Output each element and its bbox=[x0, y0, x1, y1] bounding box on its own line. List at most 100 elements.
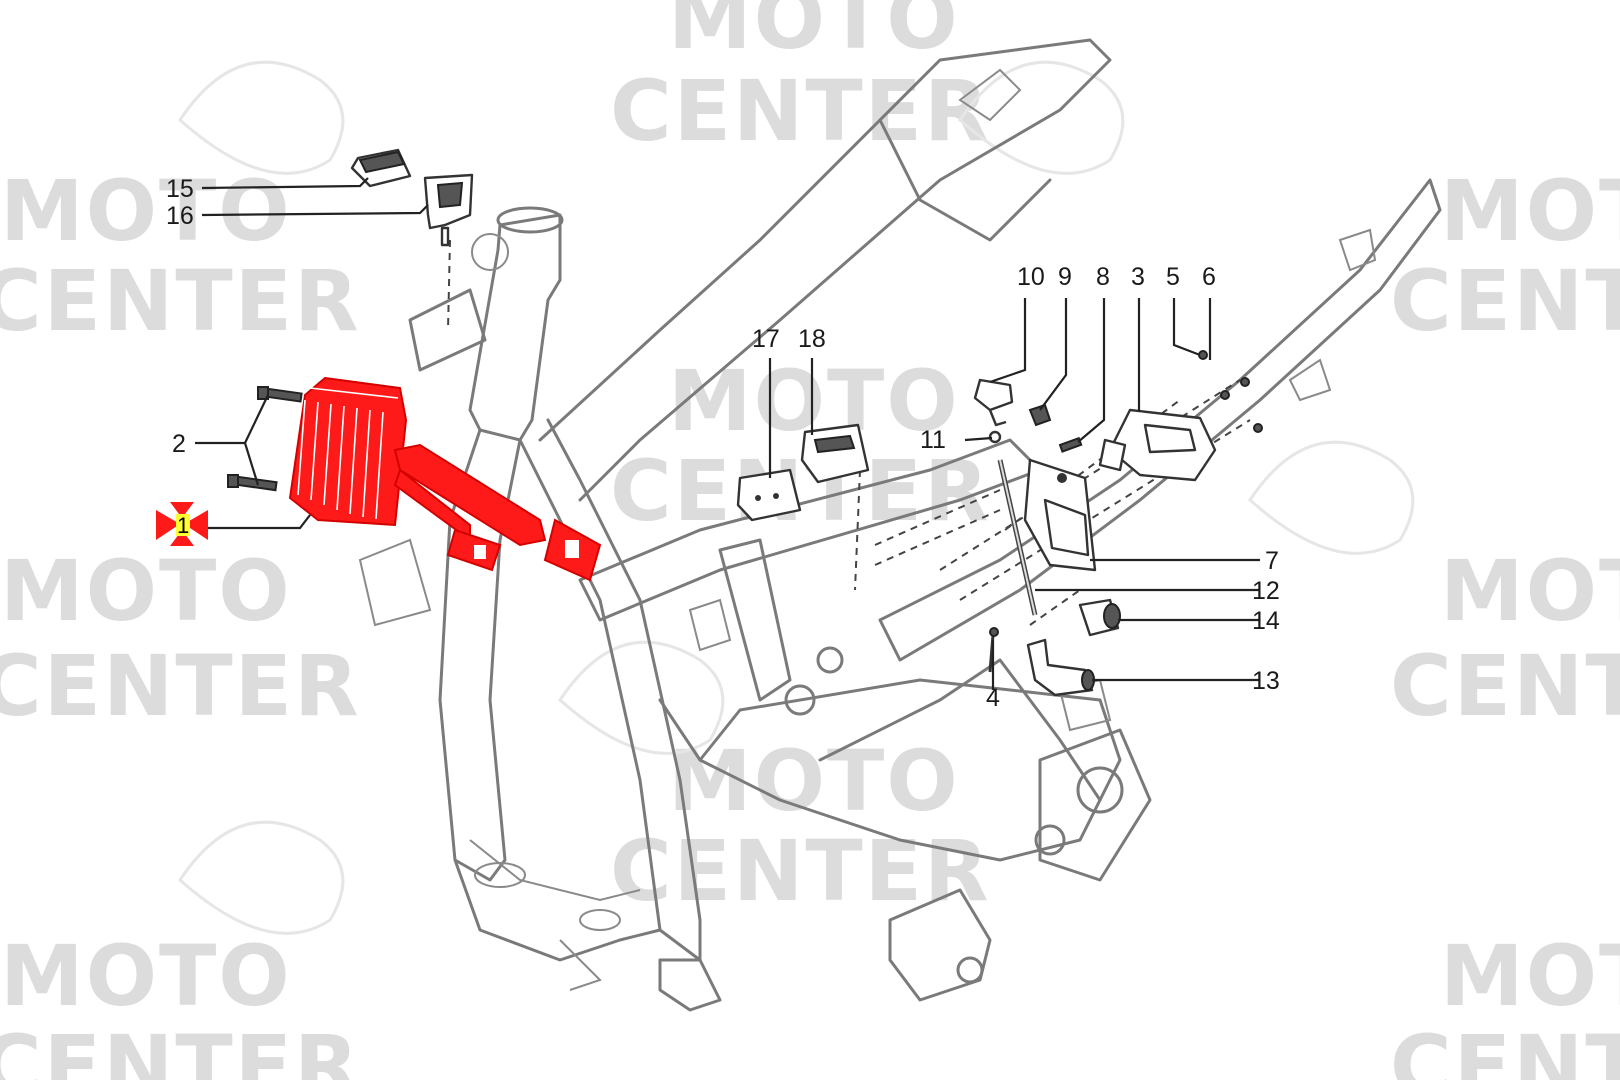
leader-10 bbox=[989, 298, 1027, 384]
cradle-hole bbox=[474, 862, 526, 888]
watermark-block: MOTO CENTER bbox=[0, 542, 359, 735]
part-9-clip[interactable] bbox=[1028, 403, 1052, 427]
watermark-block: MOTO CENTER bbox=[610, 0, 991, 160]
leader-11 bbox=[964, 436, 993, 442]
part-15-relay[interactable] bbox=[350, 148, 412, 188]
watermark-line1: MOTO bbox=[1440, 162, 1620, 260]
part-13-sensor[interactable] bbox=[1026, 638, 1095, 697]
mount-bushing bbox=[1076, 766, 1124, 814]
side-bracket bbox=[688, 598, 732, 652]
watermark-line2: CENTER bbox=[610, 822, 991, 920]
part-6-screw[interactable] bbox=[1198, 350, 1263, 433]
callout-14[interactable]: 14 bbox=[1252, 607, 1280, 635]
leader-15 bbox=[201, 177, 369, 190]
callout-13[interactable]: 13 bbox=[1252, 667, 1280, 695]
frame-foot bbox=[658, 958, 722, 1012]
assembly-line bbox=[959, 419, 1251, 601]
watermark-line2: CENTER bbox=[1390, 1017, 1620, 1080]
watermark-line2: CENTER bbox=[610, 62, 991, 160]
left-downtube bbox=[438, 428, 522, 882]
callout-labels: 15 16 2 17 18 10 9 8 3 5 6 11 7 12 14 13… bbox=[166, 175, 1280, 712]
part-7-bracket[interactable] bbox=[1023, 458, 1097, 572]
watermark-line1: MOTO bbox=[0, 542, 292, 640]
callout-7[interactable]: 7 bbox=[1265, 547, 1279, 575]
marker-arrow-bottom bbox=[170, 530, 194, 546]
bracket-bolt bbox=[816, 646, 844, 674]
marker-highlight bbox=[176, 514, 190, 536]
scooter-frame bbox=[358, 38, 1442, 1012]
stand-bracket bbox=[888, 888, 992, 1002]
callout-16[interactable]: 16 bbox=[166, 202, 194, 230]
callout-15[interactable]: 15 bbox=[166, 175, 194, 203]
leader-8 bbox=[1077, 298, 1106, 443]
unit-face bbox=[1143, 423, 1197, 454]
cover-body bbox=[736, 468, 802, 522]
head-tube-hole bbox=[471, 233, 509, 271]
callout-4[interactable]: 4 bbox=[986, 684, 1000, 712]
tab-bracket bbox=[1288, 358, 1332, 402]
callout-18[interactable]: 18 bbox=[798, 325, 826, 353]
mount-bracket bbox=[408, 288, 487, 372]
callout-11[interactable]: 11 bbox=[920, 426, 946, 454]
callout-1[interactable]: 1 bbox=[177, 513, 189, 538]
leader-lines bbox=[195, 177, 1260, 690]
assembly-line bbox=[874, 509, 1001, 566]
part-2-bolts[interactable] bbox=[227, 386, 303, 492]
callout-17[interactable]: 17 bbox=[752, 325, 780, 353]
selected-part-marker[interactable]: 1 bbox=[156, 502, 208, 546]
unit-mount bbox=[1098, 438, 1127, 472]
callout-12[interactable]: 12 bbox=[1252, 577, 1280, 605]
marker-arrow-left bbox=[156, 510, 180, 540]
stand-pivot bbox=[956, 956, 984, 984]
engine-mount bbox=[1038, 728, 1152, 882]
watermark-line1: MOTO bbox=[668, 732, 960, 830]
watermark-line2: CENTER bbox=[1390, 637, 1620, 735]
watermark-block: MOTO CENTER bbox=[0, 162, 359, 350]
part-5-nut[interactable] bbox=[1220, 377, 1250, 400]
callout-8[interactable]: 8 bbox=[1096, 263, 1110, 291]
part-12-rod[interactable] bbox=[997, 459, 1038, 616]
watermark-block: MOTO CENTER bbox=[1390, 927, 1620, 1080]
marker-arrow-right bbox=[184, 510, 208, 540]
part-1-voltage-regulator[interactable] bbox=[288, 376, 602, 582]
part-16-relay-holder[interactable] bbox=[423, 173, 474, 247]
assembly-line bbox=[874, 489, 1001, 546]
bolt-head bbox=[227, 474, 239, 488]
leader-2 bbox=[195, 394, 269, 445]
regulator-fins bbox=[297, 387, 399, 520]
part-17-cover[interactable] bbox=[736, 468, 802, 522]
holder-tab bbox=[440, 226, 450, 247]
holder-slot bbox=[436, 181, 464, 209]
side-bracket bbox=[358, 538, 432, 627]
cradle-hole bbox=[579, 909, 621, 931]
callout-6[interactable]: 6 bbox=[1202, 263, 1216, 291]
lower-loop-inner bbox=[698, 678, 1102, 762]
callout-2[interactable]: 2 bbox=[172, 430, 186, 458]
sensor-lead bbox=[988, 409, 1007, 427]
part-3-cdi-unit[interactable] bbox=[1098, 408, 1217, 482]
watermark-scooter-icon bbox=[178, 60, 1415, 935]
watermark-line2: CENTER bbox=[610, 442, 991, 540]
rear-diagonal bbox=[818, 658, 1102, 802]
tab-bracket bbox=[958, 68, 1022, 122]
watermark-line2: CENTER bbox=[1390, 252, 1620, 350]
part-14-bushing[interactable] bbox=[1078, 598, 1121, 637]
callout-5[interactable]: 5 bbox=[1166, 263, 1180, 291]
leader-9 bbox=[1039, 298, 1068, 411]
part-8-screw[interactable] bbox=[1058, 436, 1083, 453]
part-10-sensor[interactable] bbox=[973, 378, 1014, 427]
watermark-line2: CENTER bbox=[0, 1017, 361, 1080]
head-tube-top bbox=[496, 206, 564, 234]
frame-detail bbox=[559, 939, 602, 991]
assembly-line bbox=[1004, 399, 1181, 531]
callout-9[interactable]: 9 bbox=[1058, 263, 1072, 291]
callout-10[interactable]: 10 bbox=[1017, 263, 1045, 291]
part-11-washer[interactable] bbox=[988, 430, 1002, 444]
part-18-relay-box[interactable] bbox=[800, 423, 870, 484]
watermark-line1: MOTO bbox=[1440, 542, 1620, 640]
relay-top bbox=[358, 150, 406, 174]
watermark-line1: MOTO bbox=[0, 162, 292, 260]
assembly-line bbox=[447, 239, 451, 331]
callout-3[interactable]: 3 bbox=[1131, 263, 1145, 291]
